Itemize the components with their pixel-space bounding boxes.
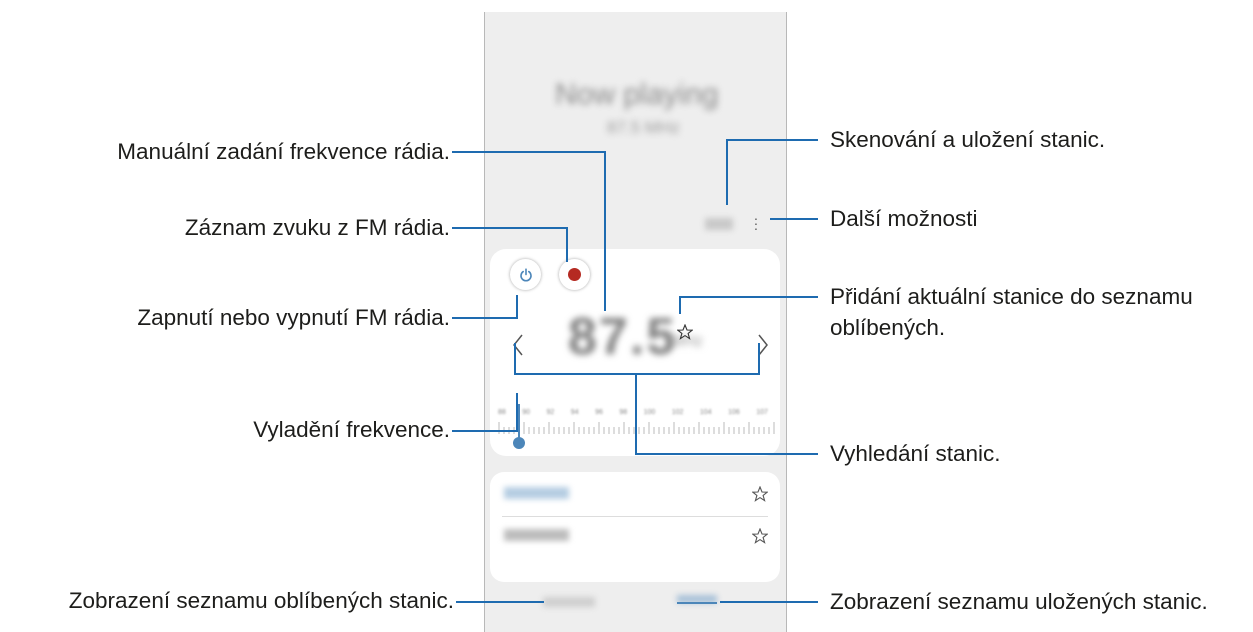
callout-line (514, 343, 516, 375)
tab-saved[interactable] (677, 595, 717, 603)
callout-line (758, 343, 760, 375)
callout-line (635, 373, 637, 455)
power-icon (519, 267, 532, 282)
tuning-knob[interactable] (513, 437, 525, 449)
callout-search-stations: Vyhledání stanic. (830, 441, 1001, 466)
callout-line (679, 296, 681, 314)
callout-line (726, 139, 818, 141)
frequency-display[interactable]: 87.5 (568, 308, 678, 366)
star-icon[interactable] (677, 324, 693, 340)
callout-manual-frequency: Manuální zadání frekvence rádia. (117, 139, 450, 164)
callout-tune-frequency: Vyladění frekvence. (253, 417, 450, 442)
callout-line (566, 227, 568, 262)
callout-line (679, 296, 818, 298)
callout-view-saved: Zobrazení seznamu uložených stanic. (830, 589, 1208, 614)
scan-button[interactable] (705, 218, 733, 230)
frequency-unit: MHz (670, 333, 703, 350)
callout-add-favorite: Přidání aktuální stanice do seznamu oblí… (830, 284, 1193, 340)
station-name (504, 529, 569, 541)
callout-record-audio: Záznam zvuku z FM rádia. (184, 215, 450, 240)
callout-line (452, 430, 516, 432)
chevron-right-icon[interactable] (757, 334, 769, 356)
callout-line (452, 151, 606, 153)
callout-line (516, 295, 518, 319)
list-item[interactable] (490, 516, 780, 556)
list-item[interactable] (490, 474, 780, 514)
callout-view-favorites: Zobrazení seznamu oblíbených stanic. (68, 588, 454, 613)
tab-saved-indicator (677, 602, 717, 604)
star-icon[interactable] (752, 528, 768, 544)
more-icon[interactable]: ··· (753, 210, 759, 236)
star-icon[interactable] (752, 486, 768, 502)
callout-more-options: Další možnosti (830, 206, 978, 231)
callout-line (514, 373, 760, 375)
callout-line (452, 317, 518, 319)
callout-line (456, 601, 544, 603)
power-button[interactable] (510, 259, 541, 290)
record-icon (568, 268, 581, 281)
callout-line (604, 151, 606, 311)
record-button[interactable] (559, 259, 590, 290)
favorites-list (490, 472, 780, 582)
callout-line (635, 453, 818, 455)
callout-line (726, 139, 728, 205)
frequency-ticks[interactable] (498, 421, 776, 435)
station-name (504, 487, 569, 499)
callout-line (720, 601, 818, 603)
callout-line (770, 218, 818, 220)
now-playing-frequency: 87.5 MHz (607, 118, 680, 137)
callout-line (452, 227, 568, 229)
divider (502, 516, 768, 517)
callout-power-toggle: Zapnutí nebo vypnutí FM rádia. (137, 305, 450, 330)
callout-scan-save: Skenování a uložení stanic. (830, 127, 1106, 152)
callout-line (516, 393, 518, 432)
now-playing-title: Now playing (555, 78, 719, 111)
tab-favorites[interactable] (543, 597, 595, 607)
tuning-needle (518, 404, 520, 442)
